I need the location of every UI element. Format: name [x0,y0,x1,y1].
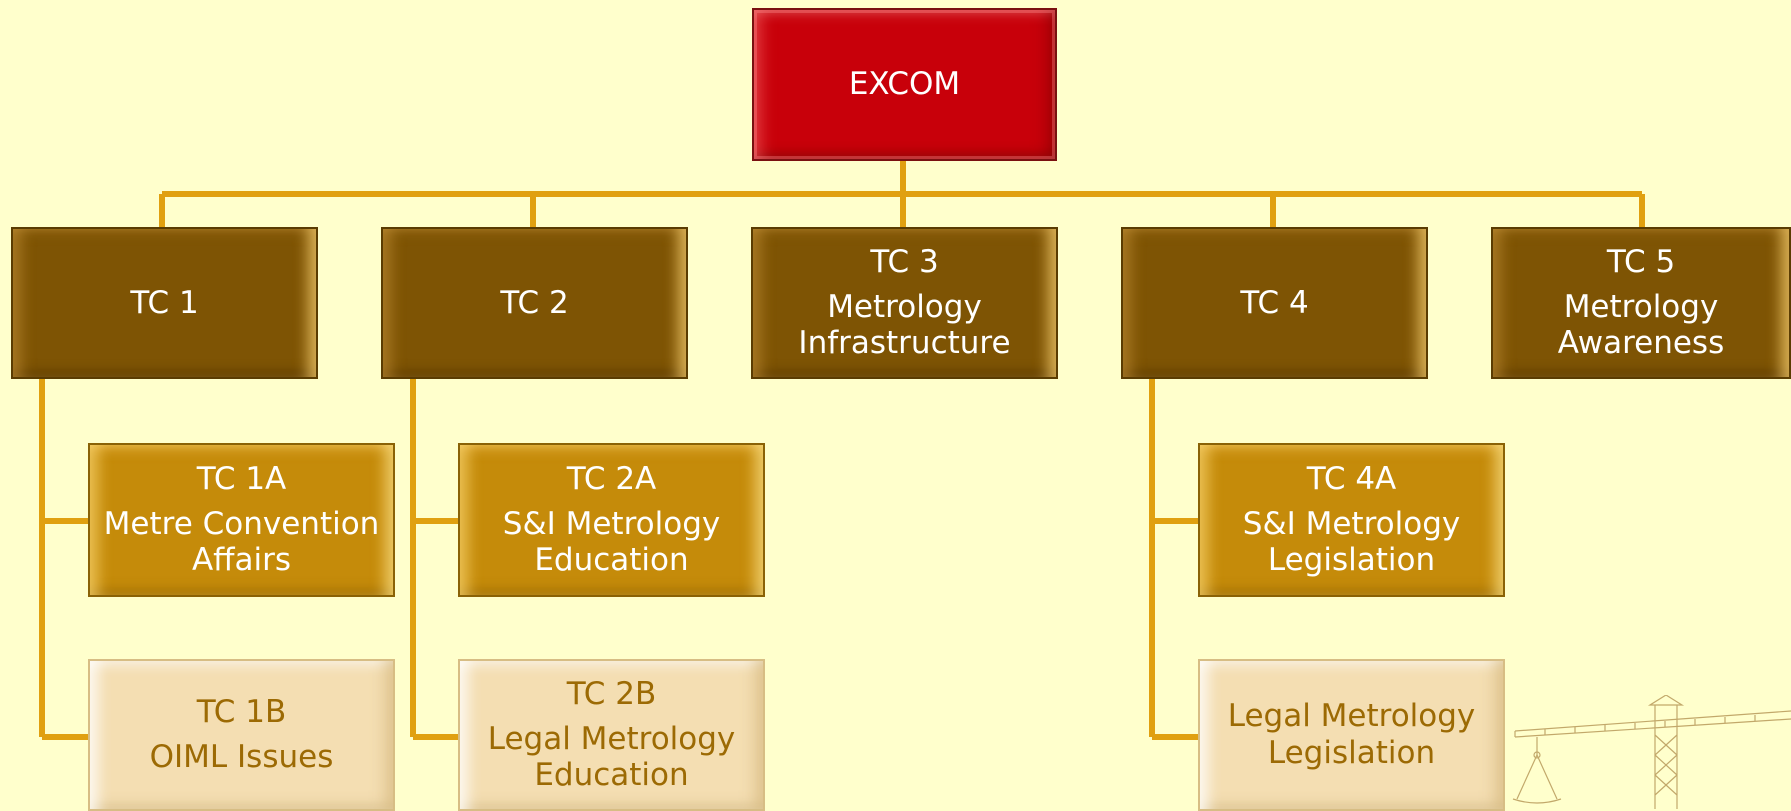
node-tc2: TC 2 [381,227,688,379]
node-tc2b: TC 2B Legal Metrology Education [458,659,765,811]
node-tc1a-line-1: Metre Convention [103,505,380,542]
node-lml-line-2: Legislation [1267,735,1436,771]
crane-balance-illustration [1512,695,1791,809]
node-tc1a: TC 1A Metre Convention Affairs [88,443,395,597]
node-tc3-title: TC 3 [870,244,939,281]
node-tc5-line-2: Awareness [1557,325,1725,362]
node-tc4a-title: TC 4A [1306,461,1397,498]
node-tc4a-line-1: S&I Metrology [1242,505,1461,542]
node-tc2a-line-1: S&I Metrology [502,505,721,542]
node-tc2a: TC 2A S&I Metrology Education [458,443,765,597]
node-excom-title: EXCOM [848,66,961,103]
node-tc4-title: TC 4 [1240,284,1309,321]
node-tc3: TC 3 Metrology Infrastructure [751,227,1058,379]
node-tc1a-title: TC 1A [196,461,287,498]
node-tc2-title: TC 2 [500,284,569,321]
node-tc1-title: TC 1 [130,284,199,321]
node-tc2b-title: TC 2B [566,676,657,713]
node-tc3-line-2: Infrastructure [798,325,1011,362]
node-tc4: TC 4 [1121,227,1428,379]
node-lml-line-1: Legal Metrology [1227,698,1476,735]
node-tc2b-line-2: Education [534,757,689,794]
node-tc2a-line-2: Education [534,542,689,579]
node-tc1a-line-2: Affairs [191,542,292,579]
node-tc3-line-1: Metrology [827,288,982,325]
node-tc4a-line-2: Legislation [1267,542,1436,579]
node-tc1b-line-1: OIML Issues [149,739,334,775]
node-tc2b-line-1: Legal Metrology [487,720,736,757]
node-legal-metrology-legislation: Legal Metrology Legislation [1198,659,1505,811]
node-tc2a-title: TC 2A [566,461,657,498]
node-tc1b-title: TC 1B [196,694,287,731]
node-tc1b: TC 1B OIML Issues [88,659,395,811]
node-tc4a: TC 4A S&I Metrology Legislation [1198,443,1505,597]
node-excom: EXCOM [752,8,1057,161]
node-tc5-line-1: Metrology [1563,288,1719,325]
node-tc1: TC 1 [11,227,318,379]
node-tc5-title: TC 5 [1606,244,1676,281]
node-tc5: TC 5 Metrology Awareness [1491,227,1791,379]
